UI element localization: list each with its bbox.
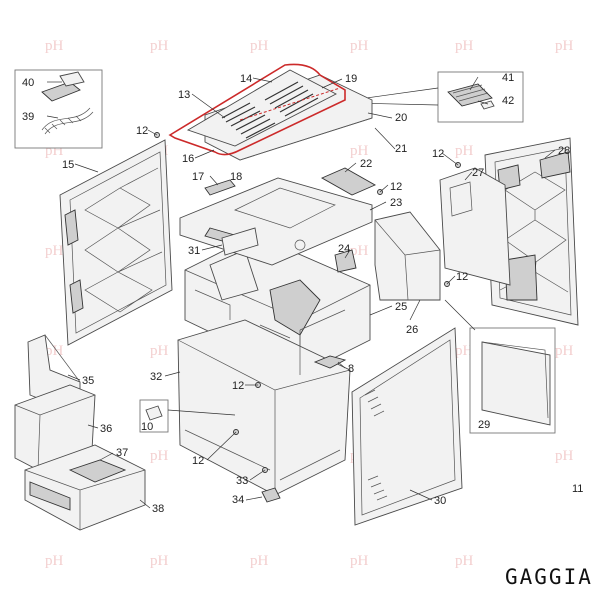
inner-panel-27: [439, 167, 511, 286]
watermark: pH: [150, 448, 169, 464]
watermark: pH: [45, 38, 64, 54]
watermark: pH: [150, 553, 169, 569]
part-31: [221, 227, 259, 256]
side-panel-left-15: [59, 139, 173, 346]
callout-17: 17: [192, 171, 204, 183]
block-34: [261, 487, 281, 503]
callout-35: 35: [82, 375, 94, 387]
bracket-17-18: [204, 179, 236, 196]
strip-22: [320, 167, 377, 196]
watermark: pH: [150, 343, 169, 359]
callout-37: 37: [116, 447, 128, 459]
callout-13: 13: [178, 89, 190, 101]
callout-40: 40: [22, 77, 34, 89]
callout-12: 12: [456, 271, 468, 283]
callout-42: 42: [502, 95, 514, 107]
callout-15: 15: [62, 159, 74, 171]
callout-20: 20: [395, 112, 407, 124]
board-26: [374, 211, 441, 301]
front-panel-30: [351, 327, 463, 526]
watermark: pH: [555, 343, 574, 359]
watermark: pH: [455, 143, 474, 159]
callout-25: 25: [395, 301, 407, 313]
callout-18: 18: [230, 171, 242, 183]
watermark: pH: [455, 553, 474, 569]
callout-12: 12: [432, 148, 444, 160]
callout-26: 26: [406, 324, 418, 336]
callout-30: 30: [434, 495, 446, 507]
watermark: pH: [555, 448, 574, 464]
callout-labels: 40 39 14 13 19 41 42 12 15 16 20 21 17 1…: [22, 72, 583, 515]
callout-16: 16: [182, 153, 194, 165]
callout-38: 38: [152, 503, 164, 515]
callout-12: 12: [136, 125, 148, 137]
callout-10: 10: [141, 421, 153, 433]
watermark: pH: [350, 38, 369, 54]
watermark: pH: [555, 38, 574, 54]
callout-12: 12: [232, 380, 244, 392]
inset-parts-39-40: [14, 69, 103, 149]
drip-tray-37-38: [24, 444, 146, 531]
lever-8: [313, 355, 347, 369]
inset-part-10: [139, 399, 169, 433]
watermark: pH: [250, 38, 269, 54]
cup-grille-13-19: [168, 63, 346, 156]
watermark: pH: [45, 553, 64, 569]
callout-19: 19: [345, 73, 357, 85]
callout-39: 39: [22, 111, 34, 123]
brand-logo: GAGGIA: [505, 565, 593, 589]
callout-34: 34: [232, 494, 244, 506]
callout-11: 11: [572, 483, 583, 495]
callout-14: 14: [240, 73, 252, 85]
callout-27: 27: [472, 167, 484, 179]
callout-31: 31: [188, 245, 200, 257]
watermark: pH: [45, 343, 64, 359]
watermark: pH: [350, 143, 369, 159]
callout-12: 12: [192, 455, 204, 467]
callout-23: 23: [390, 197, 402, 209]
watermark: pH: [250, 553, 269, 569]
watermark: pH: [455, 38, 474, 54]
inset-part-29: [469, 327, 556, 434]
callout-32: 32: [150, 371, 162, 383]
callout-22: 22: [360, 158, 372, 170]
inset-parts-41-42: [437, 71, 524, 123]
callout-24: 24: [338, 243, 350, 255]
watermark: pH: [350, 243, 369, 259]
duct-36: [14, 384, 96, 471]
callout-8: 8: [348, 363, 354, 375]
callout-12: 12: [390, 181, 402, 193]
leader-lines: [46, 76, 556, 509]
lower-frame-32: [177, 309, 351, 496]
callout-36: 36: [100, 423, 112, 435]
watermark: pH: [150, 38, 169, 54]
connector-24: [334, 249, 357, 273]
watermark: pH: [455, 343, 474, 359]
callout-21: 21: [395, 143, 407, 155]
callout-41: 41: [502, 72, 514, 84]
callout-29: 29: [478, 419, 490, 431]
watermark: pH: [350, 553, 369, 569]
watermark: pH: [45, 243, 64, 259]
callout-33: 33: [236, 475, 248, 487]
callout-28: 28: [558, 145, 570, 157]
